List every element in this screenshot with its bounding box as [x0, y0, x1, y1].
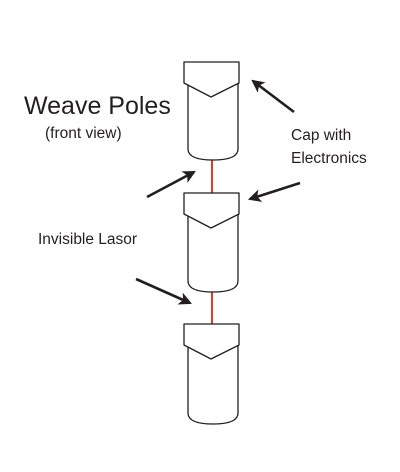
pole-cap [183, 61, 240, 98]
cap-label-line2: Electronics [291, 150, 367, 167]
cap-label-line1: Cap with [291, 127, 351, 144]
arrow-to-upper-laser [146, 170, 196, 199]
laser-label: Invisible Lasor [38, 231, 137, 248]
arrow-to-top-cap [251, 79, 295, 114]
diagram-title: Weave Poles [24, 92, 171, 120]
weave-pole-middle [183, 192, 240, 293]
diagram-subtitle: (front view) [45, 125, 122, 142]
arrow-to-lower-laser [135, 277, 192, 305]
pole-body [187, 82, 239, 161]
pole-body [187, 345, 239, 425]
arrow-to-middle-cap [247, 181, 301, 202]
weave-pole-bottom [183, 323, 240, 425]
pole-body [187, 213, 239, 293]
pole-cap [183, 323, 240, 360]
weave-pole-top [183, 61, 240, 161]
pole-cap [183, 192, 240, 229]
